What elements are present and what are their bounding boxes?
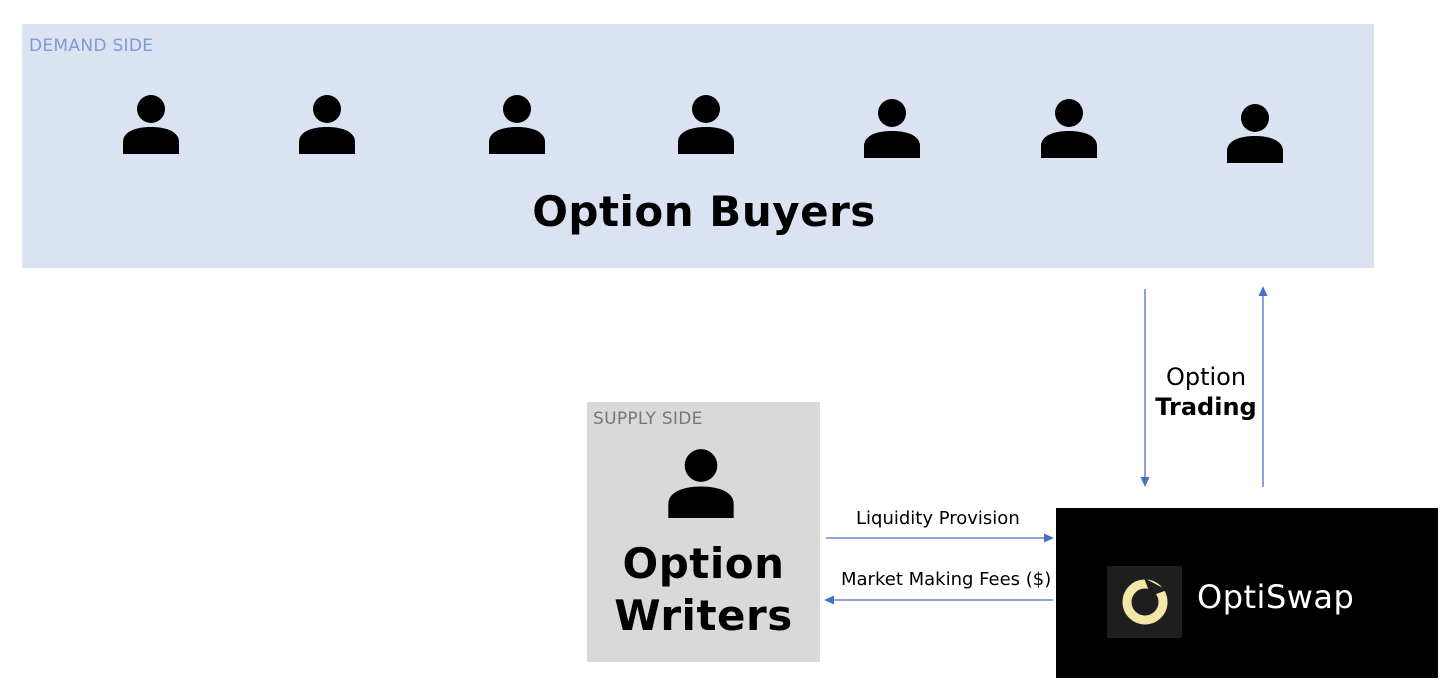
market-making-fees-label: Market Making Fees ($) xyxy=(841,569,1052,590)
option-trading-label: Option Trading xyxy=(1150,362,1262,422)
supply-side-label: SUPPLY SIDE xyxy=(593,409,703,429)
demand-side-label: DEMAND SIDE xyxy=(29,36,154,56)
liquidity-provision-label: Liquidity Provision xyxy=(856,508,1020,529)
option-writers-title-line1: Option xyxy=(622,539,785,588)
optiswap-name: OptiSwap xyxy=(1197,578,1355,616)
optiswap-logo-icon xyxy=(1122,578,1168,625)
fees-arrowhead xyxy=(824,595,834,605)
option-writers-title-line2: Writers xyxy=(614,591,793,640)
demand-side-panel: DEMAND SIDE Option Buyers xyxy=(22,24,1374,268)
optiswap-platform-box: OptiSwap xyxy=(1056,508,1438,678)
option-buyers-title: Option Buyers xyxy=(532,187,876,236)
trading-up-arrowhead xyxy=(1258,286,1268,296)
liquidity-arrowhead xyxy=(1044,533,1054,543)
trading-down-arrowhead xyxy=(1140,477,1150,487)
supply-side-panel: SUPPLY SIDE Option Writers xyxy=(587,402,820,662)
option-writers-title: Option Writers xyxy=(587,538,820,642)
optiswap-logo-tile xyxy=(1107,566,1182,638)
option-trading-line1: Option xyxy=(1165,363,1247,391)
option-trading-line2: Trading xyxy=(1155,393,1257,421)
